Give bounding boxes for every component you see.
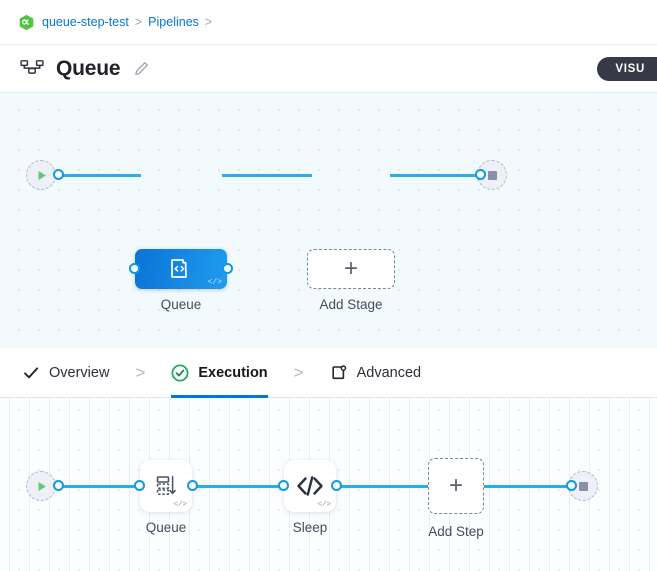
step-start-node[interactable] (26, 471, 64, 501)
tab-separator-1: > (135, 362, 146, 382)
edge-queue-stage-to-add-stage (222, 174, 312, 177)
tab-execution[interactable]: Execution (171, 348, 268, 398)
stage-node-queue[interactable]: </> Queue (129, 249, 233, 312)
step-start-circle (26, 471, 56, 501)
plus-icon: + (343, 255, 358, 282)
page-title: Queue (56, 56, 121, 80)
step-node-queue[interactable]: </> Queue (134, 460, 198, 535)
edge-sleep-to-add-step (336, 485, 431, 488)
play-triangle-icon (38, 481, 46, 491)
step-sleep-input-port[interactable] (278, 480, 289, 491)
breadcrumb-separator-2: > (204, 15, 213, 29)
step-node-sleep-label: Sleep (292, 520, 328, 535)
stage-node-queue-badge: </> (207, 278, 222, 287)
stage-node-queue-body[interactable]: </> (135, 249, 227, 289)
step-end-input-port[interactable] (566, 480, 577, 491)
code-brackets-icon (297, 476, 323, 496)
stage-queue-input-port[interactable] (129, 263, 140, 274)
end-input-port[interactable] (475, 169, 486, 180)
plus-icon: + (448, 472, 463, 499)
harness-hexagon-logo-icon (19, 14, 34, 30)
step-node-queue-body[interactable]: </> (140, 460, 192, 512)
tab-advanced-label: Advanced (356, 364, 422, 381)
advanced-settings-icon (332, 364, 346, 379)
pencil-edit-icon[interactable] (134, 61, 149, 76)
step-queue-input-port[interactable] (134, 480, 145, 491)
step-node-sleep-badge: </> (317, 501, 331, 509)
tab-execution-label: Execution (198, 364, 268, 381)
step-graph-canvas[interactable]: </> Queue </> Sleep + (0, 398, 657, 571)
page-header: Queue VISU (0, 45, 657, 93)
check-icon (24, 366, 39, 378)
queue-stack-icon (156, 475, 176, 495)
pipeline-tree-icon (20, 59, 44, 74)
step-node-sleep[interactable]: </> Sleep (278, 460, 342, 535)
stage-node-add-stage[interactable]: + Add Stage (307, 249, 395, 312)
stage-node-queue-label: Queue (160, 297, 202, 312)
add-step-label: Add Step (428, 524, 484, 539)
tab-advanced[interactable]: Advanced (330, 348, 422, 398)
step-sleep-output-port[interactable] (331, 480, 342, 491)
edge-start-to-queue-step (46, 485, 142, 488)
breadcrumb-item-pipelines[interactable]: Pipelines (148, 15, 199, 29)
visual-yaml-toggle-button[interactable]: VISU (597, 57, 657, 81)
step-end-node[interactable] (566, 471, 598, 501)
check-circle-green-icon (171, 364, 189, 381)
stage-queue-output-port[interactable] (222, 263, 233, 274)
start-output-port[interactable] (53, 169, 64, 180)
stage-start-node[interactable] (26, 160, 64, 190)
step-start-output-port[interactable] (53, 480, 64, 491)
step-node-add-step[interactable]: + Add Step (428, 458, 484, 539)
start-circle (26, 160, 56, 190)
visual-yaml-toggle-label: VISU (615, 63, 645, 75)
breadcrumb-separator-1: > (134, 15, 143, 29)
tab-overview-label: Overview (49, 364, 110, 381)
stop-square-icon (487, 170, 497, 180)
tab-separator-2: > (293, 362, 304, 382)
play-triangle-icon (38, 170, 46, 180)
breadcrumb-item-project[interactable]: queue-step-test (42, 15, 129, 29)
tab-overview[interactable]: Overview (22, 348, 109, 398)
edge-add-step-to-end (484, 485, 576, 488)
stage-code-icon (171, 259, 187, 278)
stage-config-tabs: Overview > Execution > Advanced (0, 348, 657, 398)
edge-queue-step-to-sleep (190, 485, 288, 488)
step-node-sleep-body[interactable]: </> (284, 460, 336, 512)
add-step-button[interactable]: + (428, 458, 484, 514)
add-stage-label: Add Stage (319, 297, 383, 312)
stage-graph-canvas[interactable]: </> Queue + Add Stage (0, 93, 657, 348)
add-stage-button[interactable]: + (307, 249, 395, 289)
edge-add-stage-to-end (390, 174, 485, 177)
edge-start-to-queue-stage (46, 174, 141, 177)
step-node-queue-label: Queue (145, 520, 187, 535)
stop-square-icon (578, 481, 588, 491)
breadcrumb: queue-step-test > Pipelines > (0, 0, 657, 45)
step-queue-output-port[interactable] (187, 480, 198, 491)
step-node-queue-badge: </> (173, 501, 187, 509)
stage-end-node[interactable] (475, 160, 507, 190)
